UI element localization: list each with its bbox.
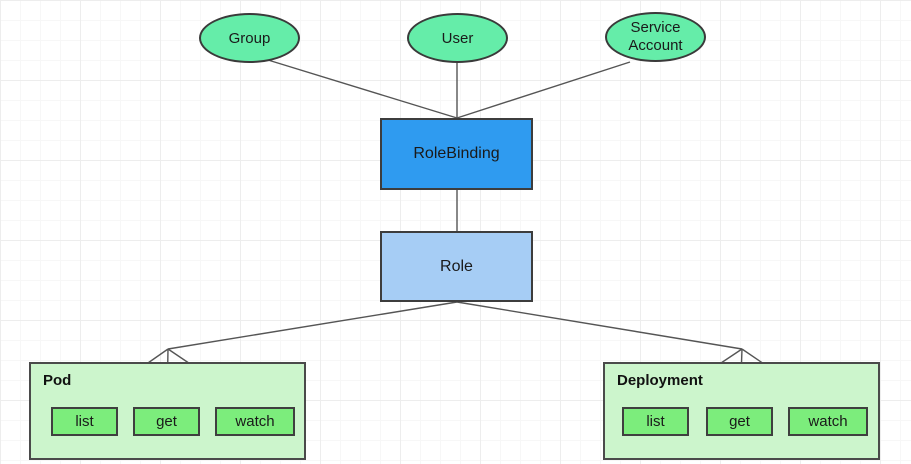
verb-deployment-watch-label: watch bbox=[808, 413, 848, 430]
edge-role-to-deployment bbox=[456, 301, 743, 350]
node-rolebinding[interactable]: RoleBinding bbox=[380, 118, 533, 190]
verb-pod-get-label: get bbox=[156, 413, 177, 430]
node-user-label: User bbox=[441, 29, 474, 47]
node-service-account[interactable]: Service Account bbox=[605, 12, 706, 62]
group-pod-label: Pod bbox=[43, 372, 72, 389]
node-service-account-label: Service Account bbox=[628, 19, 682, 55]
verb-deployment-list[interactable]: list bbox=[622, 407, 689, 436]
node-group-label: Group bbox=[228, 29, 271, 47]
verb-deployment-get[interactable]: get bbox=[706, 407, 773, 436]
edge-group-to-rolebinding bbox=[267, 59, 458, 119]
verb-pod-get[interactable]: get bbox=[133, 407, 200, 436]
verb-deployment-list-label: list bbox=[646, 413, 665, 430]
verb-pod-list-label: list bbox=[75, 413, 94, 430]
node-rolebinding-label: RoleBinding bbox=[413, 145, 500, 162]
group-deployment-label: Deployment bbox=[617, 372, 703, 389]
node-user[interactable]: User bbox=[407, 13, 508, 63]
node-role[interactable]: Role bbox=[380, 231, 533, 302]
node-service-account-label-line2: Account bbox=[628, 37, 683, 54]
edge-role-to-pod bbox=[167, 301, 458, 350]
node-role-label: Role bbox=[440, 257, 473, 275]
node-group[interactable]: Group bbox=[199, 13, 300, 63]
node-service-account-label-line1: Service bbox=[630, 19, 681, 36]
verb-pod-list[interactable]: list bbox=[51, 407, 118, 436]
edge-serviceaccount-to-rolebinding bbox=[456, 61, 631, 119]
verb-deployment-get-label: get bbox=[729, 413, 750, 430]
verb-pod-watch[interactable]: watch bbox=[215, 407, 295, 436]
verb-pod-watch-label: watch bbox=[235, 413, 275, 430]
verb-deployment-watch[interactable]: watch bbox=[788, 407, 868, 436]
